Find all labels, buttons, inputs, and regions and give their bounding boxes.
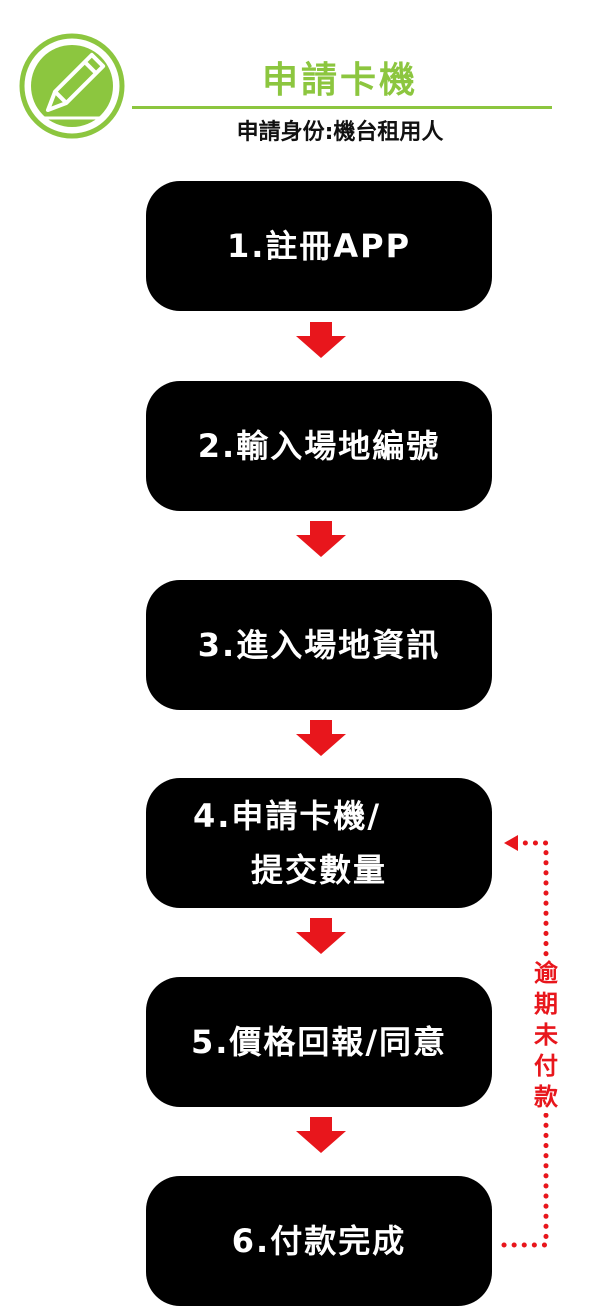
- arrow-down-icon: [296, 521, 346, 557]
- step-5: 5.價格回報/同意: [146, 977, 492, 1107]
- page-subtitle: 申請身份:機台租用人: [236, 120, 444, 145]
- arrow-down-icon: [296, 720, 346, 756]
- step-6: 6.付款完成: [146, 1176, 492, 1306]
- step-4: 4.申請卡機/ 提交數量: [146, 778, 492, 908]
- step-4-label-line-2: 提交數量: [250, 851, 387, 889]
- step-1: 1.註冊APP: [146, 181, 492, 311]
- loop-note: 逾期未付款: [526, 958, 566, 1113]
- step-1-label: 1.註冊APP: [226, 227, 412, 265]
- step-3-label: 3.進入場地資訊: [197, 626, 441, 664]
- step-5-label: 5.價格回報/同意: [190, 1023, 448, 1061]
- arrow-left-icon: [504, 835, 518, 851]
- arrow-down-icon: [296, 1117, 346, 1153]
- step-2: 2.輸入場地編號: [146, 381, 492, 511]
- page-title: 申請卡機: [261, 60, 418, 101]
- arrow-down-icon: [296, 322, 346, 358]
- step-2-label: 2.輸入場地編號: [197, 427, 441, 465]
- step-3: 3.進入場地資訊: [146, 580, 492, 710]
- title-divider: [132, 106, 552, 109]
- step-6-label: 6.付款完成: [231, 1222, 407, 1260]
- arrow-down-icon: [296, 918, 346, 954]
- step-4-label-line-1: 4.申請卡機/: [192, 797, 382, 835]
- pencil-icon: [19, 33, 125, 139]
